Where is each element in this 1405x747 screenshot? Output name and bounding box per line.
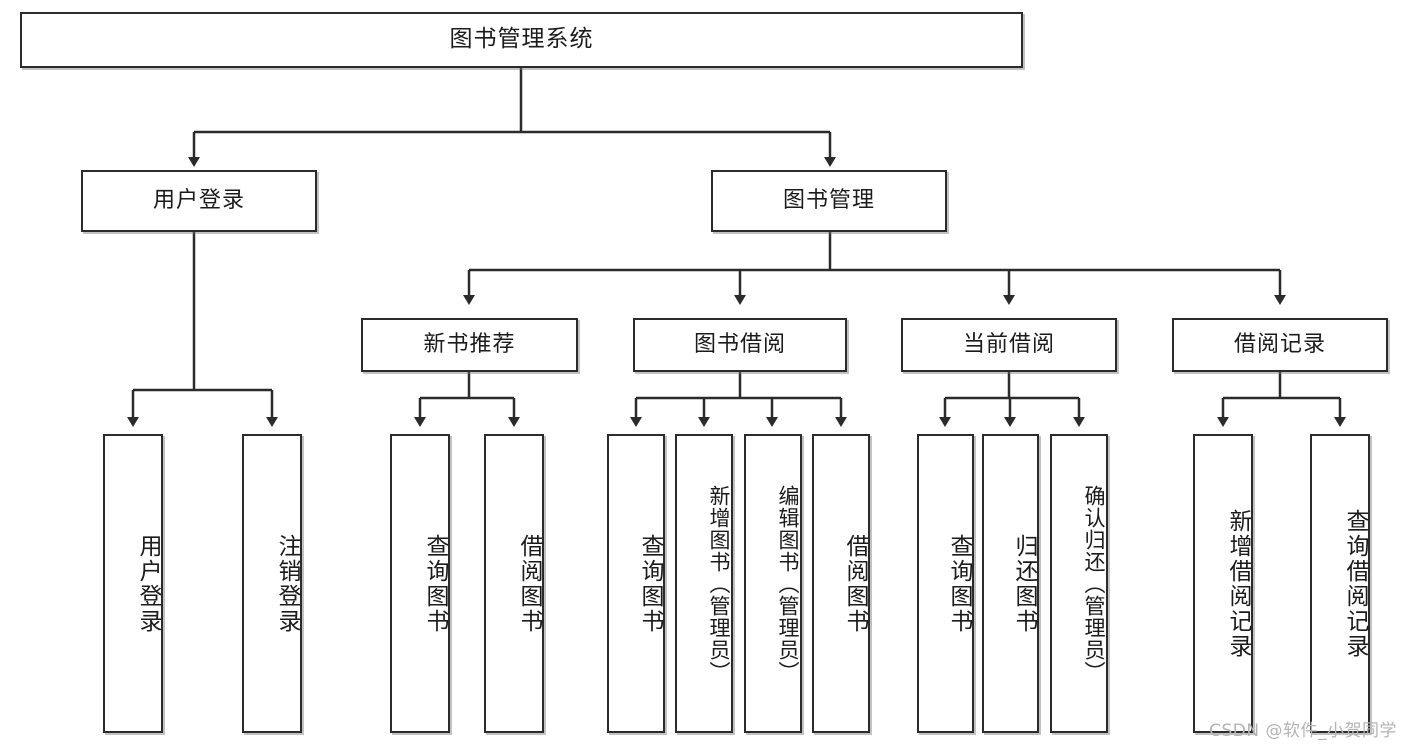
node-user-login[interactable]: 用户登录 — [81, 170, 317, 232]
node-label: 新书推荐 — [423, 331, 516, 357]
leaf-logout[interactable]: 注销登录 — [242, 434, 302, 733]
node-label: 编辑图书（管理员） — [776, 484, 800, 683]
node-label: 新增图书（管理员） — [707, 484, 731, 683]
node-borrow-record[interactable]: 借阅记录 — [1172, 318, 1388, 372]
csdn-watermark: CSDN @软件_小贺同学 — [1209, 721, 1397, 741]
leaf-user-login[interactable]: 用户登录 — [103, 434, 163, 733]
leaf-add-borrow-record[interactable]: 新增借阅记录 — [1193, 434, 1253, 733]
leaf-query-borrow-record[interactable]: 查询借阅记录 — [1310, 434, 1370, 733]
leaf-query-book-1[interactable]: 查询图书 — [390, 434, 450, 733]
leaf-confirm-return[interactable]: 确认归还（管理员） — [1050, 434, 1108, 733]
node-label: 新增借阅记录 — [1225, 508, 1251, 659]
node-root-system[interactable]: 图书管理系统 — [20, 12, 1023, 68]
node-new-book-recommend[interactable]: 新书推荐 — [361, 318, 578, 372]
leaf-return-book[interactable]: 归还图书 — [982, 434, 1039, 733]
node-book-manage[interactable]: 图书管理 — [711, 170, 947, 232]
node-label: 查询图书 — [637, 533, 663, 634]
node-label: 用户登录 — [152, 187, 245, 213]
node-label: 查询图书 — [946, 533, 972, 634]
node-label: 确认归还（管理员） — [1082, 484, 1106, 683]
node-label: 归还图书 — [1011, 533, 1037, 634]
node-label: 借阅图书 — [842, 533, 868, 634]
leaf-borrow-book-1[interactable]: 借阅图书 — [484, 434, 544, 733]
leaf-borrow-book-2[interactable]: 借阅图书 — [812, 434, 870, 733]
node-label: 查询图书 — [422, 533, 448, 634]
node-label: 图书管理系统 — [449, 26, 594, 53]
node-label: 借阅记录 — [1233, 331, 1326, 357]
node-book-borrow[interactable]: 图书借阅 — [633, 318, 847, 372]
node-label: 注销登录 — [274, 533, 300, 634]
leaf-query-book-2[interactable]: 查询图书 — [607, 434, 665, 733]
node-label: 借阅图书 — [516, 533, 542, 634]
node-label: 图书借阅 — [693, 331, 786, 357]
node-label: 用户登录 — [135, 533, 161, 634]
node-label: 图书管理 — [782, 187, 875, 213]
node-label: 当前借阅 — [962, 331, 1055, 357]
leaf-add-book[interactable]: 新增图书（管理员） — [675, 434, 733, 733]
node-label: 查询借阅记录 — [1342, 508, 1368, 659]
leaf-edit-book[interactable]: 编辑图书（管理员） — [744, 434, 802, 733]
leaf-query-book-3[interactable]: 查询图书 — [917, 434, 974, 733]
node-current-borrow[interactable]: 当前借阅 — [901, 318, 1117, 372]
